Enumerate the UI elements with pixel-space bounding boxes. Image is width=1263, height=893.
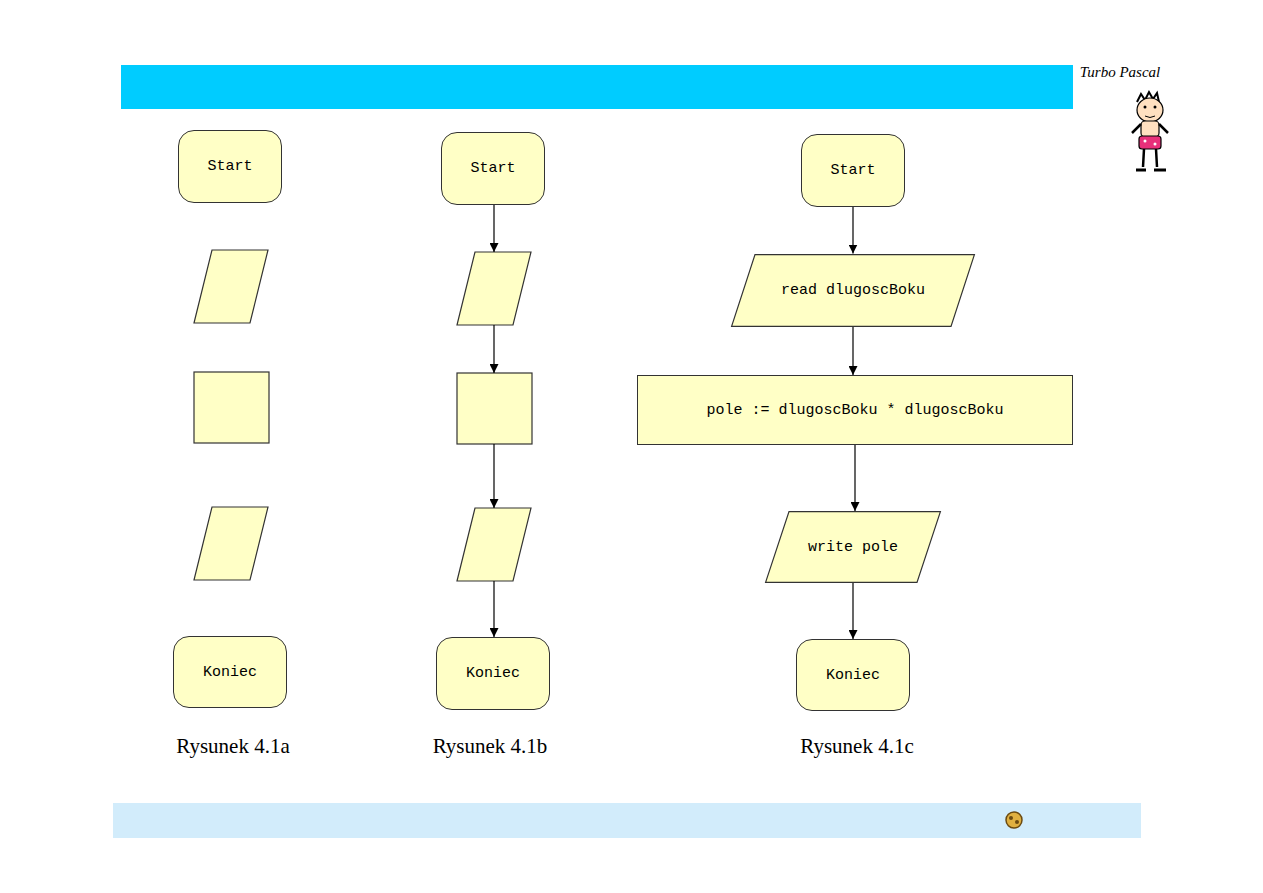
terminal-box: Start bbox=[178, 130, 282, 203]
logo-text: Turbo Pascal bbox=[1080, 64, 1160, 81]
flow-arrow bbox=[852, 583, 853, 639]
figure-caption: Rysunek 4.1c bbox=[800, 734, 913, 759]
node-text: Start bbox=[207, 158, 252, 175]
io-parallelogram: write pole bbox=[765, 511, 941, 583]
cartoon-figure bbox=[1132, 92, 1168, 170]
node-text: Koniec bbox=[203, 664, 257, 681]
flow-arrow bbox=[854, 445, 855, 511]
io-parallelogram: read dlugoscBoku bbox=[731, 254, 975, 327]
node-text: Koniec bbox=[826, 667, 880, 684]
node-text: Start bbox=[470, 160, 515, 177]
node-text: write pole bbox=[808, 539, 898, 556]
footer-bar bbox=[113, 803, 1141, 838]
terminal-box: Start bbox=[441, 132, 545, 205]
header-bar bbox=[121, 65, 1073, 109]
flow-arrows-4-1b bbox=[493, 205, 494, 637]
process-box: pole := dlugoscBoku * dlugoscBoku bbox=[637, 375, 1073, 445]
figure-caption: Rysunek 4.1a bbox=[176, 734, 289, 759]
flow-arrow bbox=[852, 327, 853, 376]
figure-caption: Rysunek 4.1b bbox=[433, 734, 548, 759]
node-text: read dlugoscBoku bbox=[781, 282, 925, 299]
terminal-box: Koniec bbox=[173, 636, 287, 708]
node-text: Koniec bbox=[466, 665, 520, 682]
flow-arrow bbox=[852, 207, 853, 254]
node-text: Start bbox=[830, 162, 875, 179]
node-text: pole := dlugoscBoku * dlugoscBoku bbox=[706, 402, 1003, 419]
terminal-box: Start bbox=[801, 134, 905, 207]
terminal-box: Koniec bbox=[436, 637, 550, 710]
empty-flowchart-shapes bbox=[194, 250, 532, 581]
terminal-box: Koniec bbox=[796, 639, 910, 711]
footer-icon bbox=[1006, 812, 1022, 828]
